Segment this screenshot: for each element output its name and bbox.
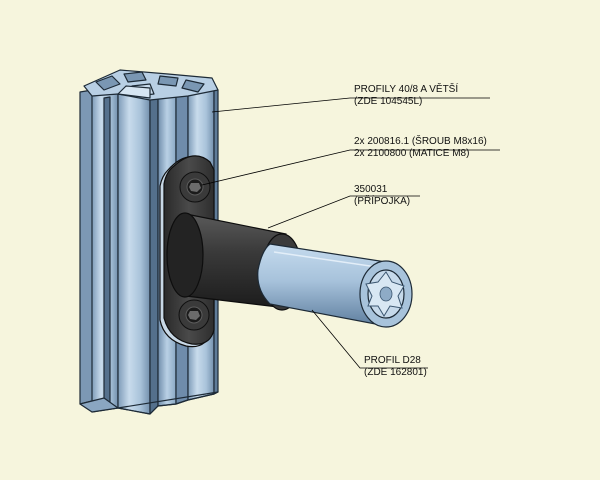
callout-connector-line1: 350031: [354, 184, 388, 195]
leader-screws: [201, 149, 500, 186]
callout-profile-4080-line2: (ZDE 104545L): [354, 96, 423, 107]
screw-top: [179, 171, 211, 203]
leader-profile-4080: [211, 97, 490, 113]
callout-profile-4080: PROFILY 40/8 A VĚTŠÍ (ZDE 104545L): [354, 84, 458, 108]
callout-tube-line2: (ZDE 162801): [364, 367, 427, 378]
leader-lines: [201, 97, 500, 369]
callout-profile-4080-line1: PROFILY 40/8 A VĚTŠÍ: [354, 84, 459, 95]
screw-bottom: [178, 299, 210, 331]
callout-connector-line2: (PŘÍPOJKA): [354, 196, 411, 207]
callout-screws-line2: 2x 2100800 (MATICE M8): [354, 148, 470, 159]
callout-tube-line1: PROFIL D28: [364, 355, 421, 366]
leader-tube: [311, 309, 428, 369]
leader-connector: [267, 195, 420, 229]
callout-screws: 2x 200816.1 (ŠROUB M8x16) 2x 2100800 (MA…: [354, 136, 487, 160]
tube-profile-d28: [257, 243, 413, 328]
callout-screws-line1: 2x 200816.1 (ŠROUB M8x16): [354, 136, 487, 147]
callout-tube: PROFIL D28 (ZDE 162801): [364, 355, 427, 379]
callout-connector: 350031 (PŘÍPOJKA): [354, 184, 410, 208]
